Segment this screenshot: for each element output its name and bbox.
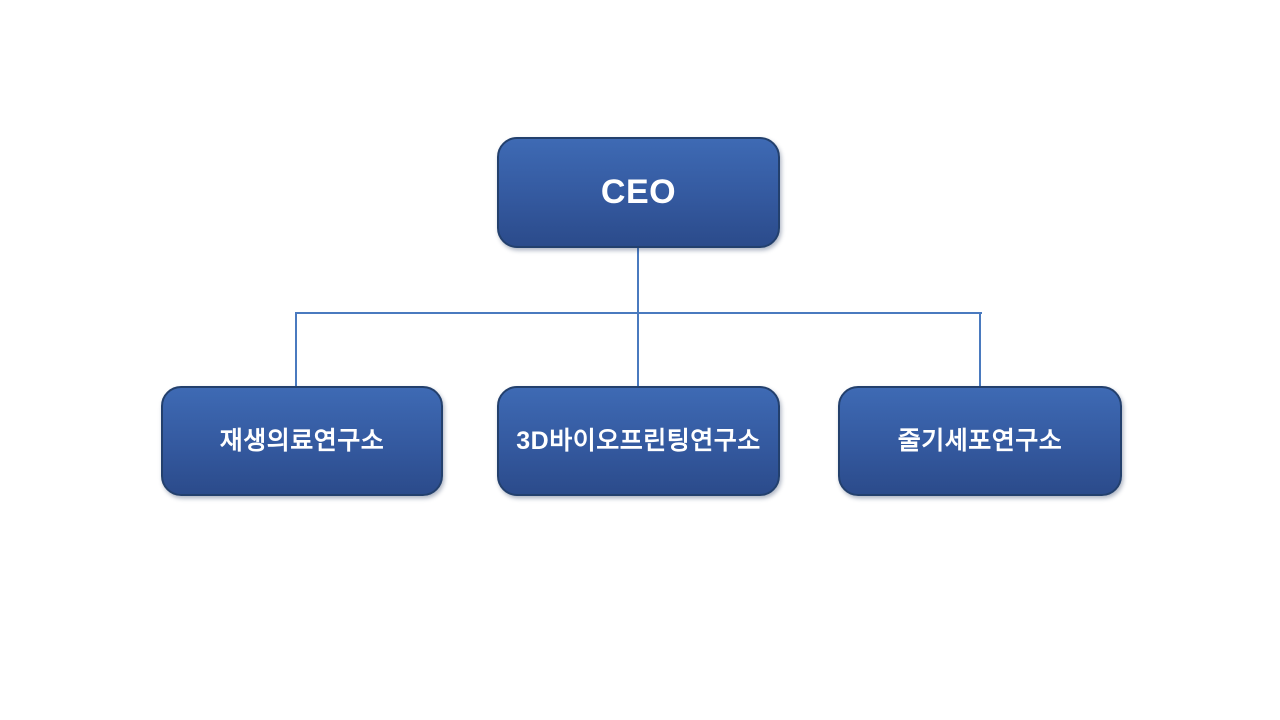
org-node-ceo: CEO [497, 137, 780, 248]
org-node-regenerative-medicine: 재생의료연구소 [161, 386, 443, 496]
connector-child-2-stem [979, 313, 981, 386]
org-node-ceo-label: CEO [600, 172, 677, 211]
org-node-3d-bioprinting: 3D바이오프린팅연구소 [497, 386, 780, 496]
connector-child-1-stem [637, 313, 639, 386]
org-node-stem-cell-label: 줄기세포연구소 [897, 426, 1063, 455]
org-node-stem-cell: 줄기세포연구소 [838, 386, 1122, 496]
org-node-3d-bioprinting-label: 3D바이오프린팅연구소 [516, 426, 761, 455]
connector-child-0-stem [295, 313, 297, 386]
connector-root-stem [637, 248, 639, 313]
org-node-regenerative-medicine-label: 재생의료연구소 [219, 426, 385, 455]
